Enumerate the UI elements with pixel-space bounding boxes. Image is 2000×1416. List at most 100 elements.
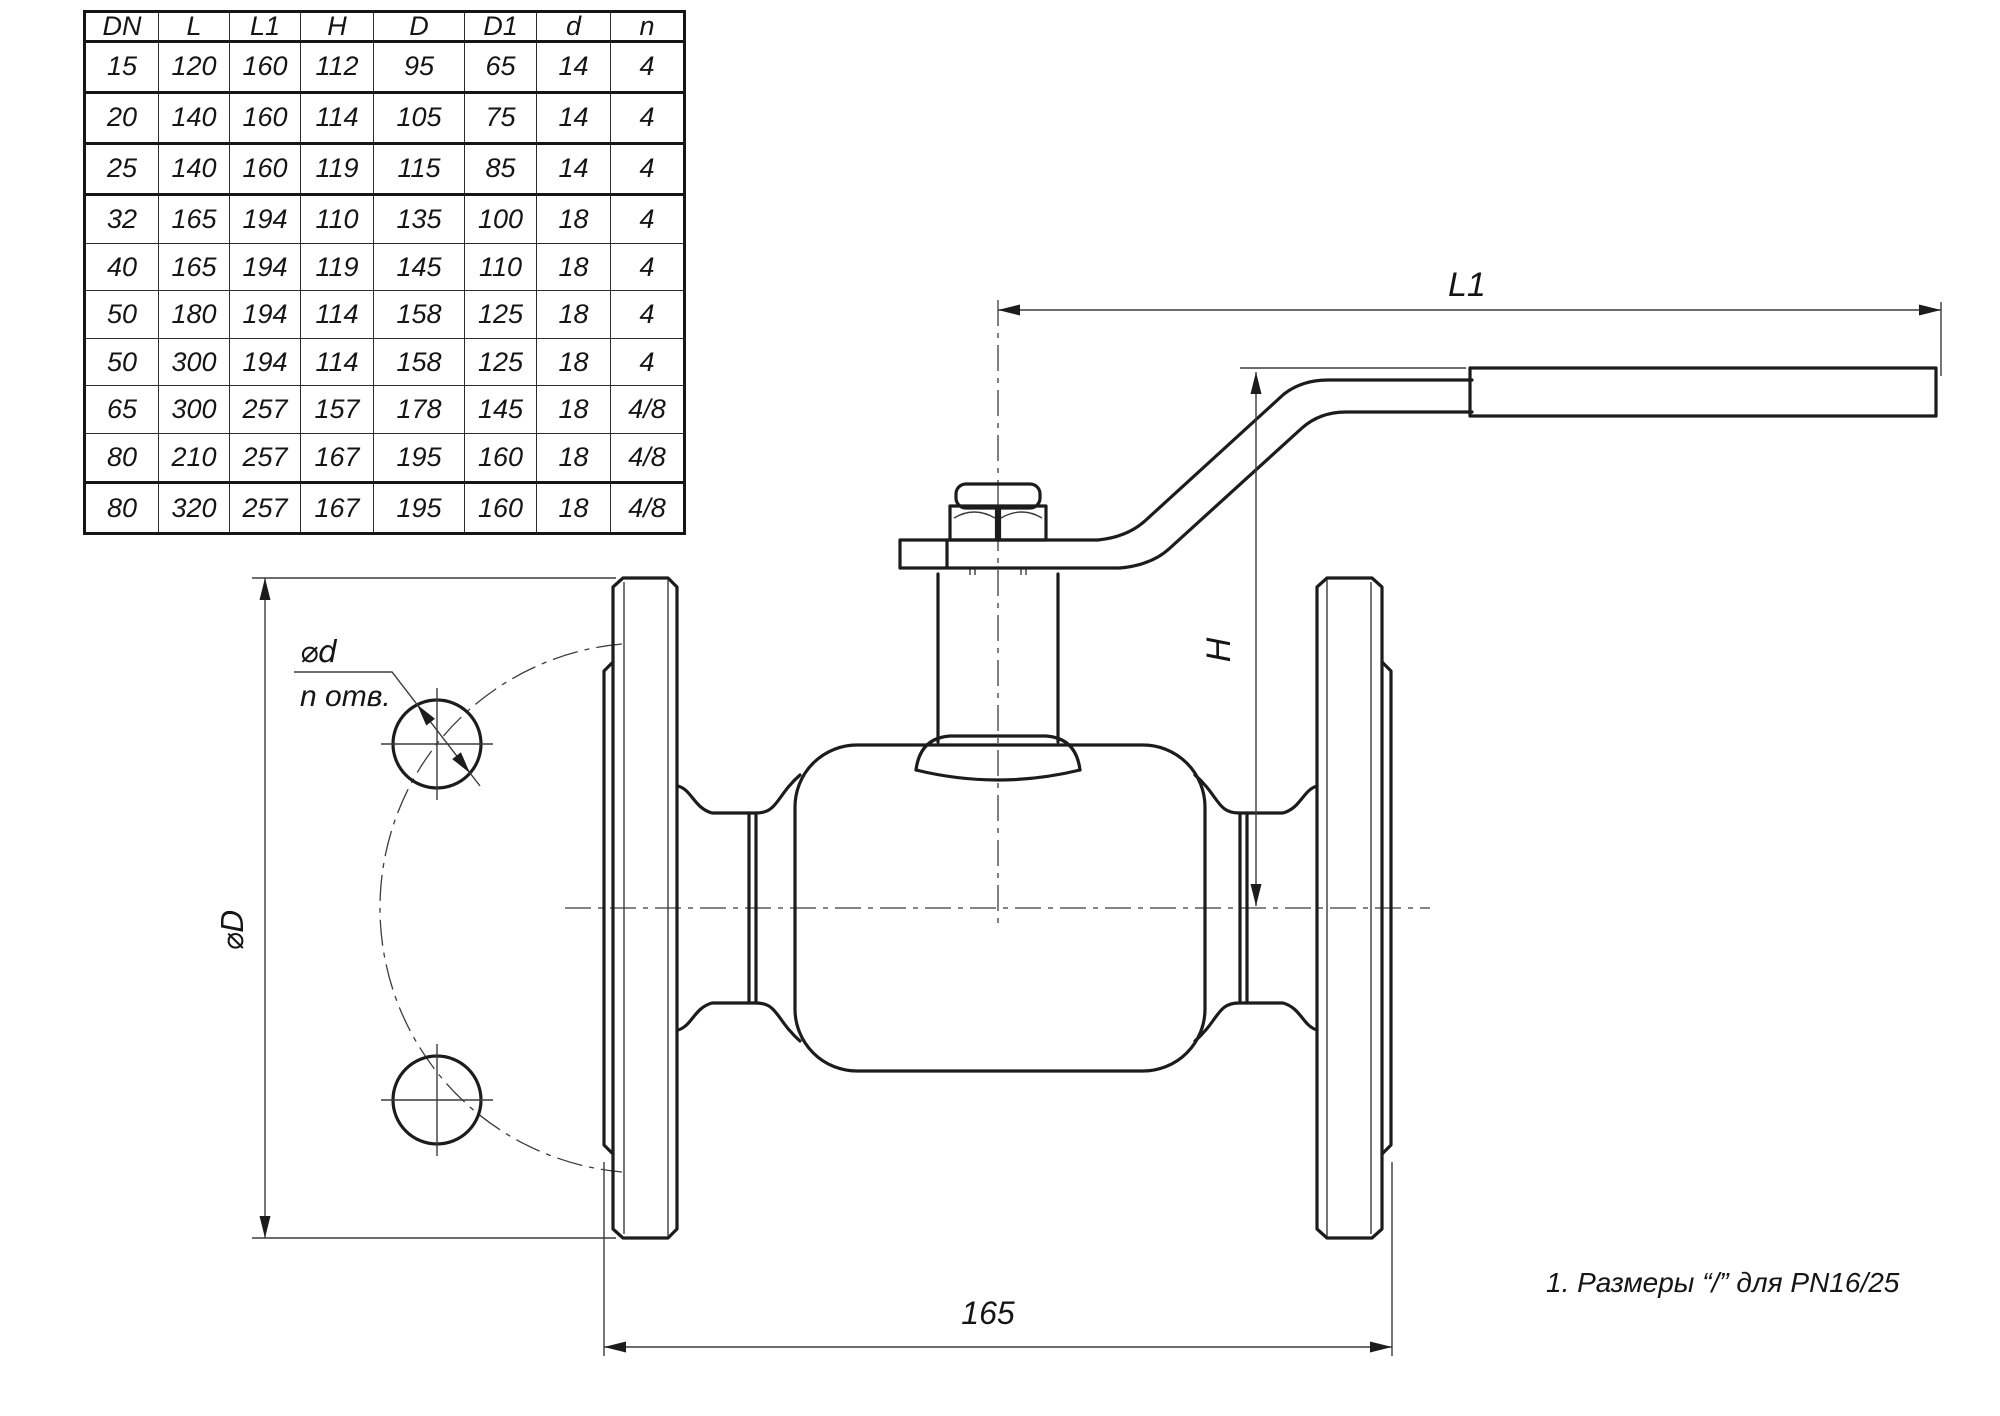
handle-arm-top bbox=[1096, 378, 1474, 542]
table-header-cell: H bbox=[300, 11, 374, 43]
table-cell: 18 bbox=[536, 290, 611, 339]
table-cell: 4 bbox=[610, 242, 685, 292]
l1-arrow-left bbox=[998, 304, 1020, 316]
diaD-arrow-bottom bbox=[259, 1216, 271, 1238]
table-cell: 110 bbox=[300, 193, 374, 244]
leader-arrow-upper bbox=[417, 704, 435, 726]
table-cell: 145 bbox=[464, 385, 537, 434]
table-cell: 194 bbox=[229, 290, 301, 339]
table-cell: 125 bbox=[464, 290, 537, 339]
table-cell: 195 bbox=[373, 482, 465, 534]
handle-grip bbox=[1468, 366, 1938, 418]
l1-arrow-right bbox=[1919, 304, 1941, 316]
body-barrel bbox=[793, 743, 1207, 1073]
table-cell: 300 bbox=[158, 337, 230, 387]
table-cell: 119 bbox=[300, 142, 374, 196]
table-cell: 18 bbox=[536, 385, 611, 434]
handle-bracket bbox=[898, 538, 1122, 570]
table-cell: 167 bbox=[300, 432, 374, 485]
table-header-cell: D bbox=[373, 11, 465, 43]
ftf-arrow-left bbox=[604, 1341, 626, 1353]
table-cell: 50 bbox=[84, 290, 159, 339]
table-cell: 257 bbox=[229, 482, 301, 534]
table-cell: 210 bbox=[158, 432, 230, 485]
table-cell: 32 bbox=[84, 193, 159, 244]
table-cell: 65 bbox=[464, 41, 537, 94]
bolt-circle-arc bbox=[379, 643, 623, 1173]
left-raised-face bbox=[602, 660, 615, 1156]
table-cell: 18 bbox=[536, 482, 611, 534]
table-cell: 178 bbox=[373, 385, 465, 434]
dimension-H: H bbox=[1200, 367, 1466, 906]
table-header-cell: n bbox=[610, 11, 685, 43]
table-header-cell: D1 bbox=[464, 11, 537, 43]
dimension-165: 165 bbox=[603, 1162, 1393, 1356]
table-cell: 100 bbox=[464, 193, 537, 244]
table-cell: 157 bbox=[300, 385, 374, 434]
stem-collar bbox=[914, 734, 1082, 772]
table-cell: 4/8 bbox=[610, 482, 685, 534]
diaD-extension-lines bbox=[252, 577, 616, 1239]
table-cell: 320 bbox=[158, 482, 230, 534]
table-cell: 14 bbox=[536, 91, 611, 145]
dim-label-165: 165 bbox=[961, 1295, 1015, 1331]
bolt-hole-bottom-crosshair bbox=[381, 1044, 493, 1156]
dim-label-l1: L1 bbox=[1448, 266, 1486, 304]
left-neck-top bbox=[676, 773, 802, 815]
right-flange bbox=[1315, 576, 1393, 1240]
table-cell: 194 bbox=[229, 337, 301, 387]
right-neck-bottom bbox=[1193, 1001, 1319, 1043]
table-header-cell: L bbox=[158, 11, 230, 43]
table-cell: 114 bbox=[300, 91, 374, 145]
table-cell: 158 bbox=[373, 290, 465, 339]
dimension-L1: L1 bbox=[998, 266, 1942, 376]
table-cell: 18 bbox=[536, 432, 611, 485]
dim-label-h: H bbox=[1200, 637, 1238, 662]
table-cell: 167 bbox=[300, 482, 374, 534]
table-cell: 160 bbox=[229, 91, 301, 145]
table-cell: 140 bbox=[158, 142, 230, 196]
diaD-arrow-top bbox=[259, 578, 271, 600]
valve-body bbox=[676, 734, 1319, 1073]
table-header-cell: L1 bbox=[229, 11, 301, 43]
dimension-diaD: ⌀D bbox=[216, 577, 616, 1239]
table-cell: 125 bbox=[464, 337, 537, 387]
bolt-holes-end-view bbox=[294, 671, 493, 1156]
table-cell: 4 bbox=[610, 91, 685, 145]
right-weld-seam bbox=[1238, 811, 1249, 1005]
table-cell: 115 bbox=[373, 142, 465, 196]
table-cell: 257 bbox=[229, 385, 301, 434]
table-cell: 4 bbox=[610, 193, 685, 244]
hole-diameter-leader bbox=[294, 671, 481, 787]
table-cell: 135 bbox=[373, 193, 465, 244]
table-cell: 180 bbox=[158, 290, 230, 339]
table-cell: 140 bbox=[158, 91, 230, 145]
right-raised-face bbox=[1380, 660, 1393, 1156]
drawing-note: 1. Размеры “/” для PN16/25 bbox=[1546, 1267, 1900, 1298]
body-top-sag bbox=[914, 768, 1082, 782]
table-header-cell: DN bbox=[84, 11, 159, 43]
stem-nut-facet-arcs bbox=[953, 511, 1043, 519]
left-neck-bottom bbox=[676, 1001, 802, 1043]
left-weld-seam bbox=[747, 811, 758, 1005]
table-cell: 300 bbox=[158, 385, 230, 434]
table-cell: 110 bbox=[464, 242, 537, 292]
table-cell: 85 bbox=[464, 142, 537, 196]
dim-label-diad: ⌀d bbox=[300, 635, 338, 670]
table-cell: 160 bbox=[464, 482, 537, 534]
handle-arm-bottom bbox=[1118, 410, 1474, 570]
h-arrow-bottom bbox=[1250, 884, 1262, 906]
table-cell: 4 bbox=[610, 337, 685, 387]
table-cell: 75 bbox=[464, 91, 537, 145]
table-cell: 119 bbox=[300, 242, 374, 292]
